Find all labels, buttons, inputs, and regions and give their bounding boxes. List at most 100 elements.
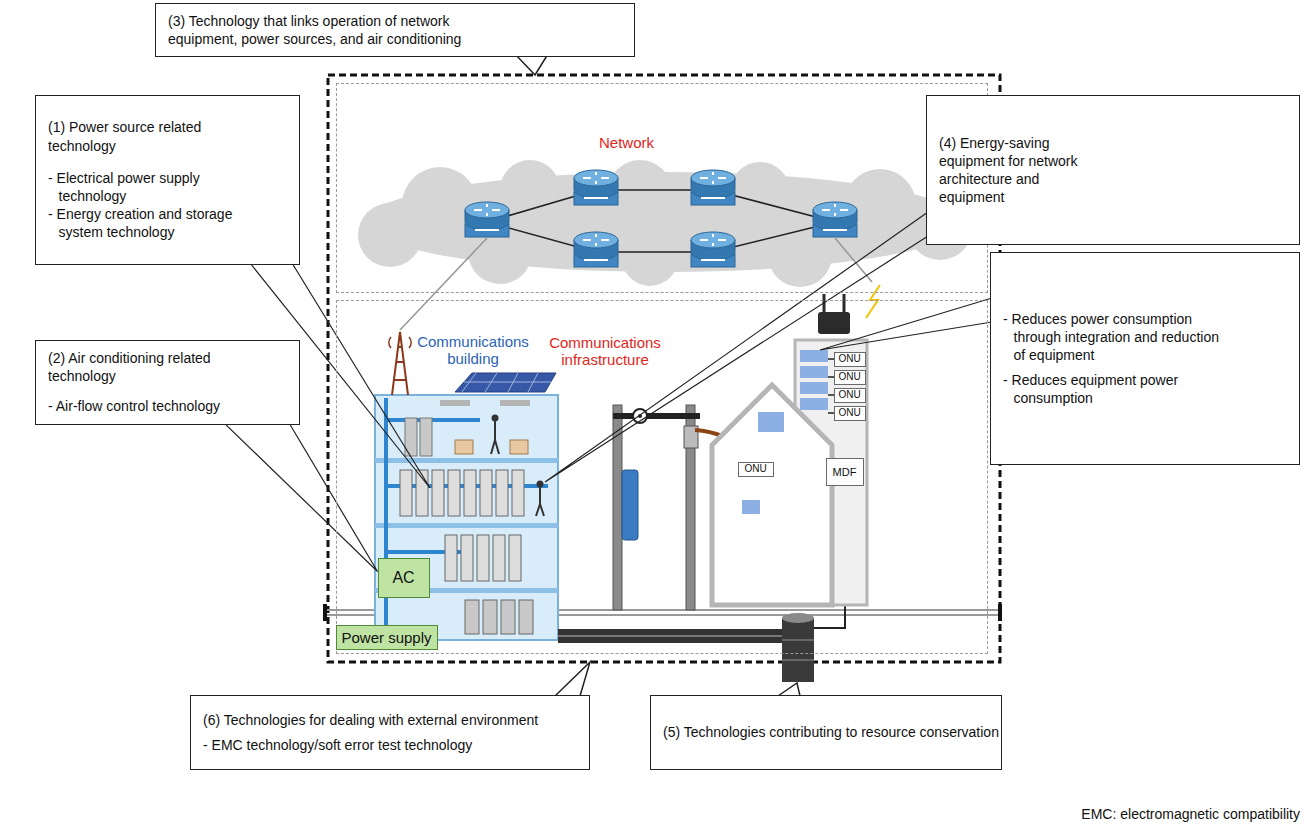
communications-building (445, 535, 457, 581)
box-text: (1) Power source related technology (48, 118, 228, 154)
onu-box: ONU (834, 370, 866, 385)
onu-box: ONU (834, 388, 866, 403)
callout-box: (4) Energy-saving equipment for network … (926, 95, 1300, 245)
callout-connector (226, 425, 378, 572)
router-icon (691, 232, 735, 267)
callout-pointer (555, 662, 590, 696)
router-icon (813, 202, 857, 237)
communications-building (501, 600, 515, 634)
box-text: - EMC technology/soft error test technol… (203, 736, 472, 754)
underground-conduit (558, 635, 790, 637)
communications-building (461, 535, 473, 581)
router-icon (465, 202, 509, 237)
underground-conduit (782, 618, 814, 682)
communications-building (483, 600, 497, 634)
network-cloud (358, 203, 422, 267)
customer-premises (800, 398, 828, 410)
communications-building (448, 470, 460, 516)
communications-building (510, 440, 528, 454)
network-link (487, 190, 835, 252)
customer-premises (800, 382, 828, 394)
utility-pole (613, 413, 700, 419)
callout-box: (3) Technology that links operation of n… (155, 3, 635, 57)
communications-building (464, 470, 476, 516)
building-label: Communications building (408, 333, 538, 368)
underground-conduit (558, 629, 790, 643)
network-region: Network (336, 83, 988, 293)
network-link (487, 190, 835, 252)
box-text: Power supply (342, 629, 432, 646)
antenna-tower (392, 332, 408, 395)
router-icon (691, 170, 735, 205)
solar-panel (462, 373, 551, 392)
box-text: (2) Air conditioning related technology (48, 349, 228, 385)
box-text: - Reduces equipment power consumption (1003, 371, 1229, 407)
communications-building (440, 400, 470, 406)
box-text: ONU (838, 372, 860, 382)
communications-building (509, 535, 521, 581)
box-text: ONU (838, 354, 860, 364)
communications-building (416, 470, 428, 516)
wireless-symbol (866, 285, 880, 318)
communications-building (536, 487, 544, 516)
customer-premises (758, 412, 784, 432)
box-text: (3) Technology that links operation of n… (168, 12, 513, 48)
underground-conduit (782, 640, 814, 660)
system-boundary (328, 75, 1000, 662)
box-text: ONU (838, 390, 860, 400)
access-line (400, 238, 487, 330)
detail-box: - Reduces power consumption through inte… (990, 252, 1300, 465)
communications-building (480, 470, 492, 516)
router-icon (574, 232, 618, 267)
box-text: ONU (838, 408, 860, 418)
box-text: - Air-flow control technology (48, 397, 220, 415)
communications-building (455, 440, 473, 454)
communications-building (375, 395, 558, 640)
network-cloud (730, 162, 790, 222)
infrastructure-region: Communications infrastructureONUONUONUON… (336, 300, 988, 654)
callout-pointer (820, 298, 992, 350)
callout-box: (6) Technologies for dealing with extern… (190, 695, 590, 770)
onu-box: ONU (834, 406, 866, 421)
access-line (400, 238, 872, 330)
box-text: - Electrical power supply technology (48, 169, 239, 205)
callout-box: (1) Power source related technology - Ele… (35, 95, 300, 265)
customer-premises (712, 385, 832, 605)
communications-building (492, 415, 499, 422)
footnote: EMC: electromagnetic compatibility (1030, 806, 1300, 822)
utility-pole (622, 470, 638, 540)
network-cloud (622, 230, 678, 286)
box-text: - Reduces power consumption through inte… (1003, 310, 1229, 365)
communications-building (420, 418, 432, 456)
antenna-tower (389, 332, 411, 395)
communications-building (375, 458, 558, 463)
customer-premises (800, 366, 828, 378)
customer-premises (818, 312, 850, 334)
antenna-tower (389, 337, 411, 348)
callout-box: (2) Air conditioning related technology -… (35, 340, 300, 425)
box-text: (5) Technologies contributing to resourc… (663, 723, 999, 741)
communications-building (537, 481, 544, 488)
communications-building (519, 600, 533, 634)
communications-building (400, 470, 412, 516)
box-text: AC (392, 569, 414, 587)
customer-premises (712, 294, 867, 605)
solar-panel (455, 373, 556, 392)
customer-premises (742, 500, 760, 514)
callout-box: (5) Technologies contributing to resourc… (650, 695, 1002, 770)
communications-building (500, 400, 530, 406)
region-title: Network (599, 134, 689, 151)
mdf-box: MDF (826, 458, 864, 486)
communications-building (375, 395, 558, 640)
router-icon (465, 170, 857, 267)
box-text: - Energy creation and storage system tec… (48, 205, 239, 241)
power-supply-box: Power supply (336, 625, 438, 650)
box-text: (6) Technologies for dealing with extern… (203, 711, 538, 729)
box-text: MDF (833, 466, 857, 478)
network-cloud (358, 160, 972, 287)
air-conditioner-box: AC (378, 558, 430, 598)
communications-building (512, 470, 524, 516)
callout-pointer (250, 212, 992, 696)
communications-building (432, 470, 444, 516)
